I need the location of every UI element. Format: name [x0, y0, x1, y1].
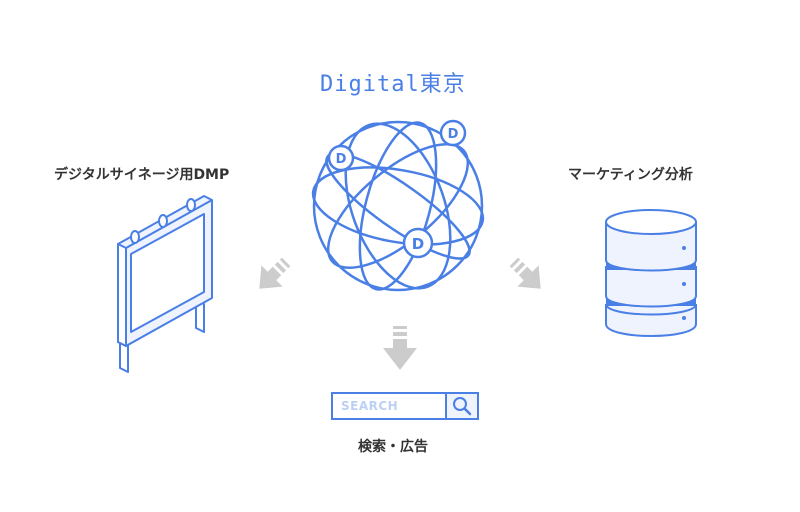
- arrow-stripe: [509, 257, 521, 269]
- magnifier-icon: [453, 397, 472, 416]
- node-letter: D: [448, 127, 459, 142]
- arrow-stripe: [393, 332, 407, 336]
- arrow-stripe: [274, 261, 287, 274]
- signboard-icon: [117, 195, 213, 373]
- search-button: [445, 394, 477, 418]
- node-label-signage: デジタルサイネージ用DMP: [54, 167, 230, 183]
- node-letter: D: [412, 235, 424, 253]
- globe-network-icon: [311, 119, 485, 292]
- node-badge: [327, 144, 355, 172]
- db-top: [605, 209, 697, 235]
- db-layer-edge: [605, 303, 697, 316]
- globe-orbit: [358, 121, 438, 291]
- arrow-head: [383, 348, 417, 370]
- arrow-stripe: [279, 257, 291, 269]
- db-indicator: [682, 316, 686, 320]
- arrow-shaft: [518, 266, 533, 281]
- arrow-shaft: [393, 339, 407, 348]
- globe-orbit: [325, 152, 471, 260]
- arrow-right-down-icon: [509, 257, 541, 289]
- arrow-stripe: [513, 261, 526, 274]
- node-badge: [439, 119, 467, 147]
- db-layer: [605, 304, 697, 337]
- arrow-head: [517, 265, 541, 289]
- search-bar-icon: SEARCH: [331, 392, 479, 420]
- db-indicator: [682, 282, 686, 286]
- node-label-marketing: マーケティング分析: [568, 167, 693, 183]
- brand-title: Digital東京: [320, 72, 466, 97]
- globe-orbit: [344, 122, 452, 290]
- signboard-screen: [130, 213, 205, 333]
- signboard-side: [117, 243, 127, 347]
- arrow-stripe: [393, 326, 407, 329]
- arrow-head: [259, 265, 283, 289]
- node-label-search: 検索・広告: [358, 439, 428, 455]
- node-badge: [402, 227, 434, 259]
- node-letter: D: [336, 152, 347, 167]
- db-layer: [605, 222, 697, 272]
- globe-outline: [312, 120, 484, 292]
- db-indicator: [682, 246, 686, 250]
- arrow-down-icon: [383, 326, 417, 370]
- search-placeholder: SEARCH: [341, 399, 399, 413]
- signboard-ring: [186, 198, 196, 212]
- arrow-shaft: [267, 266, 282, 281]
- db-layer: [605, 266, 697, 308]
- signboard-ring: [158, 214, 168, 228]
- arrow-left-down-icon: [259, 257, 291, 289]
- database-icon: [605, 209, 697, 337]
- signboard-ring: [130, 230, 140, 244]
- signboard-top: [125, 199, 213, 249]
- globe-orbit: [311, 166, 485, 246]
